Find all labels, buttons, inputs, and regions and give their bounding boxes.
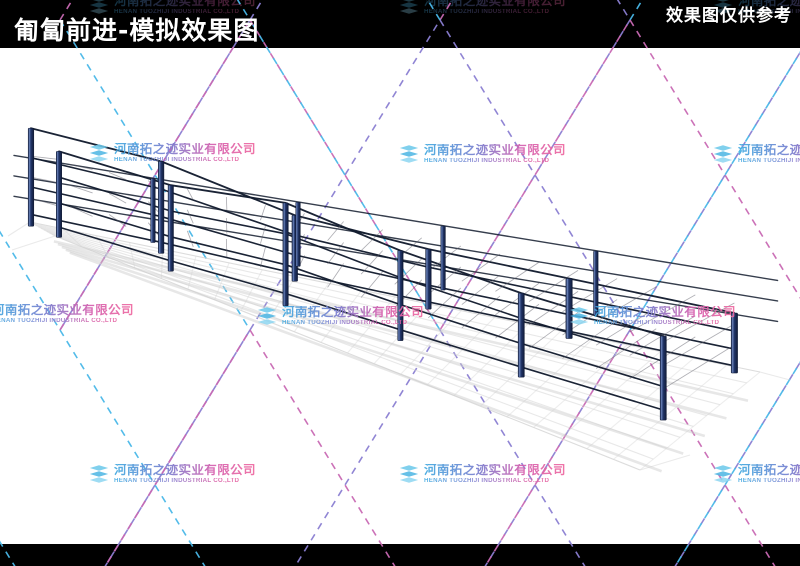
cast-shadow-bands (53, 240, 749, 473)
watermark-company-cn: 河南拓之迹实业有限公司 (114, 140, 256, 156)
footer-disclaimer-note: 效果图仅供参考 (666, 6, 792, 26)
stacked-layers-logo-icon (399, 145, 419, 163)
watermark-company-en: HENAN TUOZHIJI INDUSTRIAL CO.,LTD (738, 157, 800, 164)
watermark-company-cn: 河南拓之迹实业有限公司 (738, 463, 800, 477)
watermark-company-en: HENAN TUOZHIJI INDUSTRIAL CO.,LTD (738, 8, 800, 15)
vertical-posts (27, 127, 738, 421)
watermark-company-cn: 河南拓之迹实业有限公司 (114, 0, 256, 7)
watermark-company-en: HENAN TUOZHIJI INDUSTRIAL CO.,LTD (282, 319, 424, 326)
stacked-layers-logo-icon (569, 307, 589, 325)
watermark-company-en: HENAN TUOZHIJI INDUSTRIAL CO.,LTD (424, 8, 566, 15)
stacked-layers-logo-icon (89, 144, 109, 162)
watermark-company-cn: 河南拓之迹实业有限公司 (282, 303, 424, 319)
cross-tie-bars (30, 155, 735, 390)
stacked-layers-logo-icon (713, 0, 733, 14)
watermark-company-cn: 河南拓之迹实业有限公司 (594, 303, 736, 319)
watermark-company-en: HENAN TUOZHIJI INDUSTRIAL CO.,LTD (114, 8, 256, 15)
watermark-company-en: HENAN TUOZHIJI INDUSTRIAL CO.,LTD (114, 477, 256, 484)
watermark-company-en: HENAN TUOZHIJI INDUSTRIAL CO.,LTD (594, 319, 736, 326)
footer-bar (0, 544, 800, 566)
watermark-company-cn: 河南拓之迹实业有限公司 (424, 141, 566, 157)
page-title: 匍匐前进-模拟效果图 (14, 16, 260, 45)
stacked-layers-logo-icon (89, 0, 109, 14)
stacked-layers-logo-icon (257, 307, 277, 325)
watermark-company-en: HENAN TUOZHIJI INDUSTRIAL CO.,LTD (424, 477, 566, 484)
stacked-layers-logo-icon (89, 465, 109, 483)
watermark-company-cn: 河南拓之迹实业有限公司 (424, 461, 566, 477)
watermark-company-en: HENAN TUOZHIJI INDUSTRIAL CO.,LTD (0, 317, 134, 324)
watermark-company-en: HENAN TUOZHIJI INDUSTRIAL CO.,LTD (424, 157, 566, 164)
stacked-layers-logo-icon (713, 465, 733, 483)
watermark-company-en: HENAN TUOZHIJI INDUSTRIAL CO.,LTD (114, 156, 256, 163)
watermark-company-cn: 河南拓之迹实业有限公司 (738, 0, 800, 7)
watermark-company-en: HENAN TUOZHIJI INDUSTRIAL CO.,LTD (738, 477, 800, 484)
stacked-layers-logo-icon (713, 145, 733, 163)
watermark-company-cn: 河南拓之迹实业有限公司 (114, 461, 256, 477)
watermark-company-cn: 河南拓之迹实业有限公司 (424, 0, 566, 7)
stacked-layers-logo-icon (399, 0, 419, 14)
watermark-company-cn: 河南拓之迹实业有限公司 (0, 303, 134, 317)
watermark-company-cn: 河南拓之迹实业有限公司 (738, 143, 800, 157)
stacked-layers-logo-icon (399, 465, 419, 483)
ground-shadow-mesh (7, 221, 791, 471)
